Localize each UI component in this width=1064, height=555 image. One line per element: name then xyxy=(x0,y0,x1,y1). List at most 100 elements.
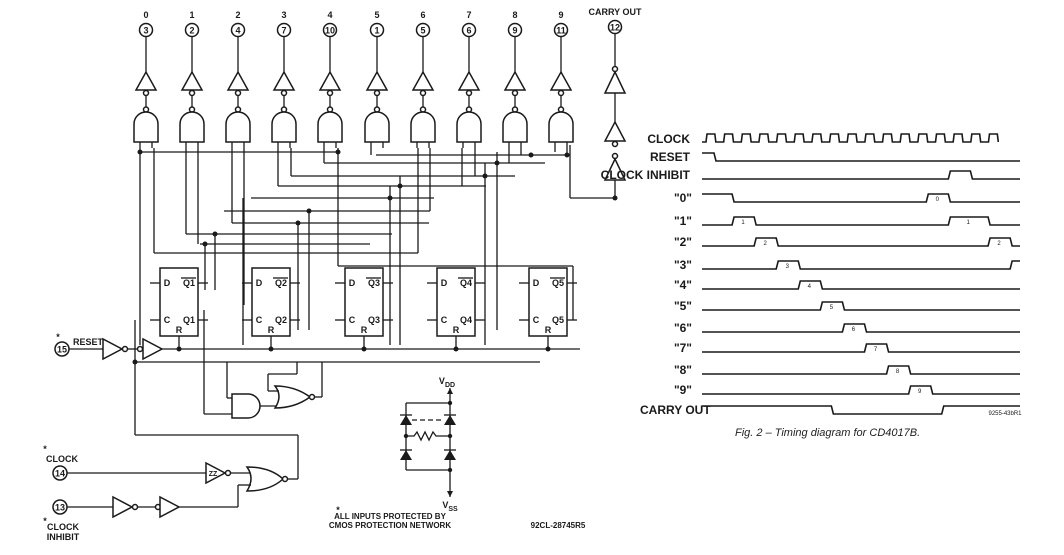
carry-out-pin-number: 12 xyxy=(610,23,620,33)
output-pin-number: 4 xyxy=(235,26,240,36)
output-stage-3: 37 xyxy=(271,10,297,148)
timing-row: CLOCK xyxy=(647,132,1000,146)
reset-asterisk: * xyxy=(56,332,60,342)
signal-label: "3" xyxy=(674,258,692,272)
pulse-mark: 3 xyxy=(786,264,790,270)
schematic-figure-code: 92CL-28745R5 xyxy=(531,521,586,530)
waveform xyxy=(702,385,1020,395)
clock-inhibit-pin-number: 13 xyxy=(55,503,65,513)
decoder-wiring xyxy=(137,148,574,345)
pulse-mark: 0 xyxy=(936,197,940,203)
ff-r-label: R xyxy=(176,325,183,335)
output-pin-number: 7 xyxy=(281,26,286,36)
signal-label: "4" xyxy=(674,278,692,292)
signal-label: "8" xyxy=(674,363,692,377)
ff-c-label: C xyxy=(164,315,171,325)
waveform xyxy=(702,280,1020,290)
output-label: 6 xyxy=(420,10,425,20)
ff-q-label: Q4 xyxy=(460,315,472,325)
buffer-icon xyxy=(180,70,204,91)
pulse-mark: 4 xyxy=(808,284,812,290)
ff-c-label: C xyxy=(349,315,356,325)
waveform xyxy=(702,301,1020,311)
nand-gate-icon xyxy=(225,111,251,143)
timing-row: CARRY OUT xyxy=(640,403,1020,417)
ff-qbar-label: Q5 xyxy=(552,278,564,288)
buffer-icon xyxy=(457,70,481,91)
inverter-icon xyxy=(603,70,627,94)
protection-note-line-1: ALL INPUTS PROTECTED BY xyxy=(334,512,447,521)
timing-row: "0" 0 xyxy=(674,191,1020,205)
waveform xyxy=(702,323,1020,333)
timing-row: "9"9 xyxy=(674,383,1020,397)
clock-label: CLOCK xyxy=(46,454,78,464)
ff-qbar-label: Q2 xyxy=(275,278,287,288)
clock-inhibit-input: 13 * CLOCK INHIBIT xyxy=(43,484,251,542)
ff-r-label: R xyxy=(545,325,552,335)
signal-label: "0" xyxy=(674,191,692,205)
buffer-icon xyxy=(503,70,527,91)
pulse-mark: 1 xyxy=(741,220,745,226)
output-stage-4: 410 xyxy=(317,10,343,148)
reset-input: * 15 RESET xyxy=(54,320,580,435)
nand-gate-icon xyxy=(456,111,482,143)
signal-label: "9" xyxy=(674,383,692,397)
output-stage-6: 65 xyxy=(410,10,436,148)
output-pin-number: 9 xyxy=(512,26,517,36)
nand-gate-icon xyxy=(133,111,159,143)
signal-label: "1" xyxy=(674,214,692,228)
output-pin-number: 11 xyxy=(556,26,566,36)
output-stage-0: 03 xyxy=(133,10,159,148)
output-label: 4 xyxy=(327,10,332,20)
timing-figure-code: 9255-43bR1 xyxy=(988,411,1022,417)
output-label: 2 xyxy=(235,10,240,20)
waveform xyxy=(702,365,1020,375)
waveform xyxy=(702,170,1020,180)
waveform xyxy=(702,152,1020,162)
reset-label: RESET xyxy=(73,337,104,347)
output-pin-number: 5 xyxy=(420,26,425,36)
buffer-icon xyxy=(142,337,164,361)
ff-q-label: Q1 xyxy=(183,315,195,325)
nand-gate-icon xyxy=(364,111,390,143)
diode-icon xyxy=(444,415,456,425)
clock-input: * CLOCK 14 ZZ xyxy=(43,434,299,492)
nand-gate-icon xyxy=(271,111,297,143)
schmitt-symbol: ZZ xyxy=(209,471,218,478)
nand-gate-icon xyxy=(179,111,205,143)
nor-gate-icon xyxy=(273,385,312,409)
output-label: 5 xyxy=(374,10,379,20)
buffer-icon xyxy=(134,70,158,91)
inverter-icon xyxy=(102,337,124,361)
waveform xyxy=(702,133,1000,143)
signal-label: CLOCK INHIBIT xyxy=(601,168,691,182)
buffer-icon xyxy=(272,70,296,91)
nand-gate-icon xyxy=(548,111,574,143)
ff-q-label: Q5 xyxy=(552,315,564,325)
timing-row: "5"5 xyxy=(674,299,1020,313)
clock-inhibit-label-2: INHIBIT xyxy=(47,532,80,542)
timing-row: RESET xyxy=(650,150,1020,164)
vdd-label: VDD xyxy=(439,376,455,389)
signal-label: RESET xyxy=(650,150,691,164)
waveform xyxy=(702,405,1020,415)
schmitt-trigger-icon xyxy=(205,461,227,485)
ff-d-label: D xyxy=(349,278,356,288)
inverter-icon xyxy=(112,495,134,519)
clock-asterisk: * xyxy=(43,444,47,454)
ff-d-label: D xyxy=(533,278,540,288)
nand-gate-icon xyxy=(410,111,436,143)
output-label: 1 xyxy=(189,10,194,20)
clock-inhibit-label-1: CLOCK xyxy=(47,522,79,532)
pulse-mark: 2 xyxy=(997,241,1001,247)
waveform xyxy=(702,237,1020,247)
output-stage-8: 89 xyxy=(502,10,528,148)
output-label: 9 xyxy=(558,10,563,20)
diode-icon xyxy=(400,415,412,425)
signal-label: CARRY OUT xyxy=(640,403,711,417)
ff-q-label: Q2 xyxy=(275,315,287,325)
vss-label: VSS xyxy=(442,500,458,513)
